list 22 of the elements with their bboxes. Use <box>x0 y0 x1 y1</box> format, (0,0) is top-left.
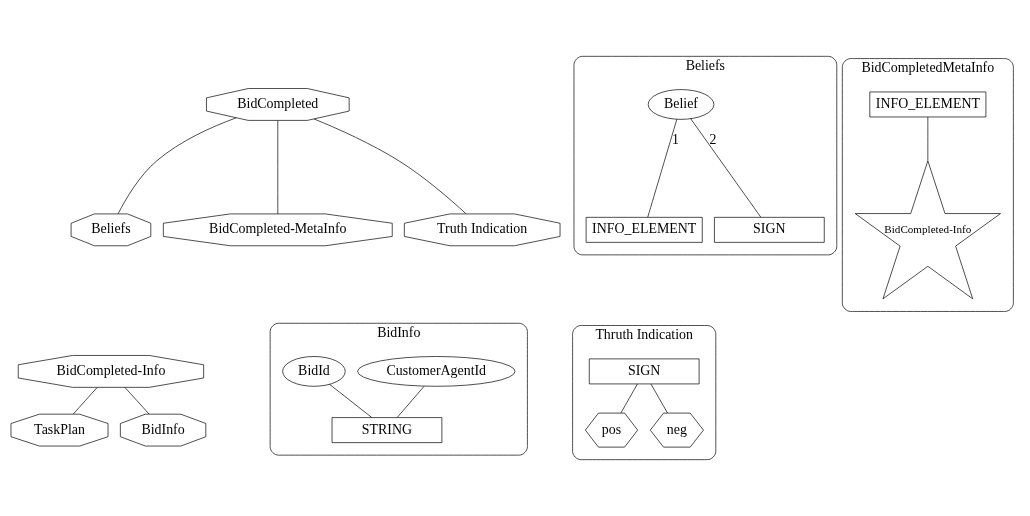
node-ellipse: BidId <box>282 356 346 387</box>
connector <box>647 118 678 218</box>
node-ellipse: Belief <box>647 89 715 120</box>
node-box: SIGN <box>588 358 700 385</box>
connector <box>396 385 425 418</box>
connector <box>117 117 237 215</box>
edge-label: 1 <box>672 132 679 148</box>
node-ellipse: CustomerAgentId <box>357 356 516 387</box>
connector <box>650 383 668 414</box>
node-box: INFO_ELEMENT <box>869 91 987 118</box>
connector <box>329 383 373 418</box>
connector <box>690 118 762 218</box>
node-box: SIGN <box>714 217 825 243</box>
node-box: INFO_ELEMENT <box>585 217 703 243</box>
edge-label: 2 <box>709 132 717 148</box>
connector <box>313 118 467 214</box>
node-box: STRING <box>331 417 443 443</box>
connector <box>277 120 279 215</box>
connector <box>927 116 929 161</box>
connector <box>72 387 98 415</box>
connector <box>124 387 150 415</box>
connector <box>620 383 638 414</box>
